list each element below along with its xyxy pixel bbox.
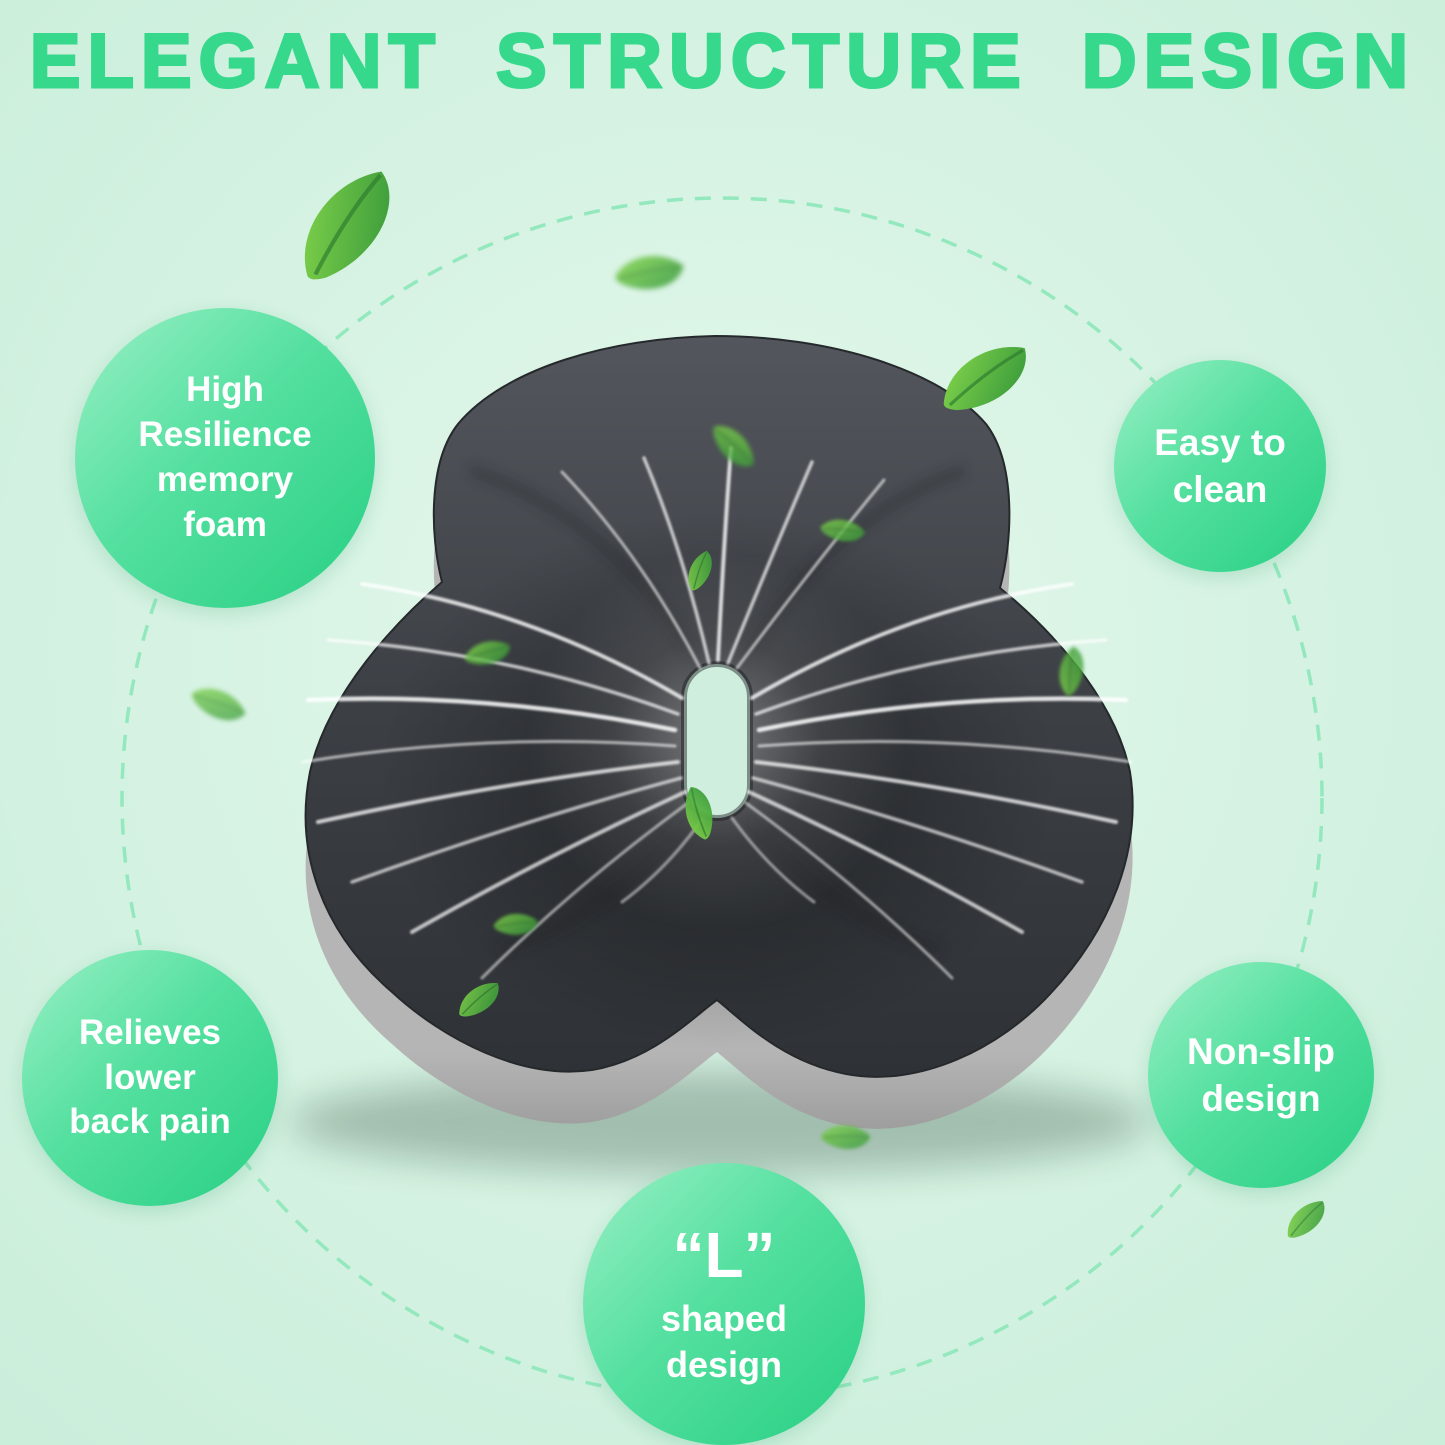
badge-l-shaped: “L” shaped design	[583, 1163, 865, 1445]
leaf-icon	[1279, 1198, 1332, 1241]
badge-line: Relieves	[78, 1012, 222, 1052]
ventilation-hole	[681, 661, 753, 821]
leaf-icon	[935, 342, 1034, 414]
badge-non-slip: Non-slip design	[1148, 962, 1374, 1188]
badge-line: High	[186, 370, 264, 410]
badge-line: Resilience	[138, 415, 312, 455]
badge-line: shaped	[660, 1298, 788, 1340]
airflow-lines	[301, 446, 1133, 980]
badge-line: clean	[1172, 469, 1268, 510]
badge-line: Non-slip	[1187, 1030, 1335, 1072]
badge-line: Easy to	[1154, 421, 1286, 463]
leaf-icon	[612, 243, 686, 302]
cushion-shadow	[290, 1070, 1150, 1174]
badge-line: memory	[156, 460, 294, 499]
leaf-icon	[188, 673, 249, 735]
page-title: ELEGANT STRUCTURE DESIGN	[28, 18, 1416, 106]
badge-line: “L”	[672, 1218, 776, 1291]
dashed-circle-decoration	[120, 196, 1324, 1400]
leaf-icon	[278, 167, 413, 285]
badge-line: back pain	[69, 1102, 231, 1142]
badge-line: foam	[183, 504, 267, 544]
badge-memory-foam: High Resilience memory foam	[75, 308, 375, 608]
badge-line: design	[665, 1344, 782, 1386]
badge-back-pain: Relieves lower back pain	[22, 950, 278, 1206]
badge-line: lower	[104, 1057, 196, 1097]
badge-line: design	[1201, 1078, 1321, 1119]
seat-cushion-image	[304, 335, 1134, 1129]
badge-easy-clean: Easy to clean	[1114, 360, 1326, 572]
